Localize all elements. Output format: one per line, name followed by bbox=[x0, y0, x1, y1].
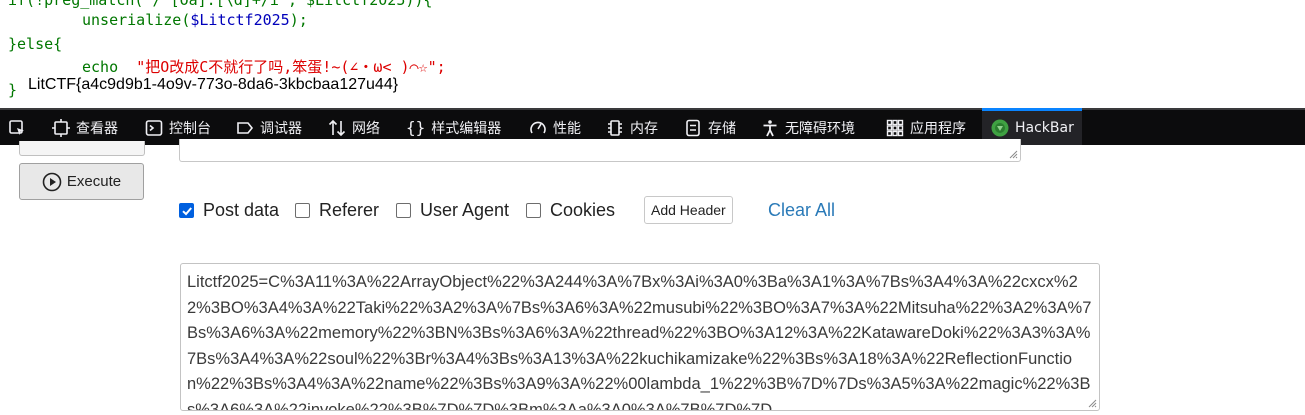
code-close-brace: } bbox=[8, 81, 18, 99]
resize-grip-icon[interactable] bbox=[1006, 147, 1018, 159]
tab-accessibility[interactable]: 无障碍环境 bbox=[761, 110, 855, 145]
tab-style-editor[interactable]: {} 样式编辑器 bbox=[406, 110, 501, 145]
tab-application-label: 应用程序 bbox=[910, 120, 966, 137]
play-icon bbox=[42, 172, 62, 191]
tab-console[interactable]: 控制台 bbox=[145, 110, 211, 145]
tab-style-editor-label: 样式编辑器 bbox=[431, 120, 502, 137]
tab-accessibility-label: 无障碍环境 bbox=[785, 120, 855, 137]
cookies-checkbox[interactable]: Cookies bbox=[526, 200, 615, 221]
post-data-check-box[interactable] bbox=[179, 203, 194, 218]
code-line-if: if(!preg_match("/^[Oa]:[\d]+/i", $Litctf… bbox=[8, 0, 432, 12]
tab-memory[interactable]: 内存 bbox=[606, 110, 658, 145]
code-if-text: if(!preg_match("/^[Oa]:[\d]+/i", $Litctf… bbox=[8, 0, 433, 9]
tab-debugger-label: 调试器 bbox=[260, 120, 302, 137]
button-above-execute[interactable] bbox=[19, 141, 145, 156]
tab-network-label: 网络 bbox=[352, 120, 380, 137]
tab-inspector-label: 查看器 bbox=[76, 120, 118, 137]
post-data-value: Litctf2025=C%3A11%3A%22ArrayObject%22%3A… bbox=[187, 273, 1092, 411]
code-line-echo: echo "把O改成C不就行了吗,笨蛋!~(∠・ω< )⌒☆"; bbox=[82, 55, 446, 79]
add-header-button[interactable]: Add Header bbox=[644, 196, 733, 224]
devtools-toolbar: 查看器 控制台 调试器 网络 {} 样式编辑器 性能 内存 存储 无障碍环境 应… bbox=[0, 108, 1305, 145]
console-icon bbox=[145, 119, 163, 136]
post-data-textarea[interactable]: Litctf2025=C%3A11%3A%22ArrayObject%22%3A… bbox=[180, 263, 1100, 411]
element-picker-button[interactable] bbox=[8, 110, 26, 145]
tab-storage[interactable]: 存储 bbox=[684, 110, 736, 145]
referer-checkbox[interactable]: Referer bbox=[295, 200, 379, 221]
execute-button[interactable]: Execute bbox=[19, 163, 144, 200]
cookies-check-box[interactable] bbox=[526, 203, 541, 218]
checkmark-icon bbox=[181, 206, 192, 215]
page-source-output: if(!preg_match("/^[Oa]:[\d]+/i", $Litctf… bbox=[0, 0, 1305, 108]
code-else-text: }else{ bbox=[8, 35, 63, 53]
tab-network[interactable]: 网络 bbox=[328, 110, 380, 145]
code-echo-keyword: echo bbox=[82, 58, 119, 76]
cookies-label: Cookies bbox=[550, 200, 616, 220]
tab-performance-label: 性能 bbox=[553, 120, 581, 137]
performance-icon bbox=[530, 121, 546, 133]
code-fn: unserialize( bbox=[82, 11, 191, 29]
clear-all-link[interactable]: Clear All bbox=[768, 200, 836, 220]
tab-storage-label: 存储 bbox=[708, 120, 736, 137]
application-icon bbox=[886, 119, 904, 136]
user-agent-checkbox[interactable]: User Agent bbox=[396, 200, 509, 221]
tab-inspector[interactable]: 查看器 bbox=[52, 110, 118, 145]
execute-label: Execute bbox=[66, 173, 122, 190]
code-line-else: }else{ bbox=[8, 32, 62, 56]
hackbar-icon bbox=[991, 119, 1009, 136]
network-icon bbox=[328, 119, 346, 136]
tab-performance[interactable]: 性能 bbox=[529, 110, 581, 145]
tab-hackbar-label: HackBar bbox=[1015, 119, 1074, 136]
code-end: ); bbox=[289, 11, 308, 29]
code-var: $Litctf2025 bbox=[190, 11, 290, 29]
hackbar-panel: Execute Post data Referer User Agent Coo… bbox=[0, 139, 1305, 415]
memory-icon bbox=[608, 119, 622, 136]
code-line-close: } bbox=[8, 78, 17, 102]
tab-memory-label: 内存 bbox=[630, 120, 658, 137]
element-picker-icon bbox=[9, 119, 24, 135]
code-line-unserialize: unserialize($Litctf2025); bbox=[82, 8, 308, 32]
referer-check-box[interactable] bbox=[295, 203, 310, 218]
tab-debugger[interactable]: 调试器 bbox=[236, 110, 302, 145]
inspector-icon bbox=[52, 118, 70, 137]
tab-console-label: 控制台 bbox=[169, 120, 211, 137]
code-echo-string: "把O改成C不就行了吗,笨蛋!~(∠・ω< )⌒☆"; bbox=[136, 58, 446, 76]
post-data-checkbox[interactable]: Post data bbox=[179, 200, 279, 221]
post-resize-grip-icon[interactable] bbox=[1085, 396, 1097, 408]
flag-text: LitCTF{a4c9d9b1-4o9v-773o-8da6-3kbcbaa12… bbox=[28, 76, 399, 93]
url-textarea[interactable] bbox=[179, 139, 1021, 162]
tab-application[interactable]: 应用程序 bbox=[886, 110, 966, 145]
debugger-icon bbox=[237, 121, 254, 134]
storage-icon bbox=[686, 119, 700, 136]
accessibility-icon bbox=[763, 119, 777, 136]
user-agent-label: User Agent bbox=[420, 200, 510, 220]
style-editor-icon: {} bbox=[406, 117, 426, 137]
post-data-label: Post data bbox=[203, 200, 280, 220]
referer-label: Referer bbox=[319, 200, 380, 220]
user-agent-check-box[interactable] bbox=[396, 203, 411, 218]
